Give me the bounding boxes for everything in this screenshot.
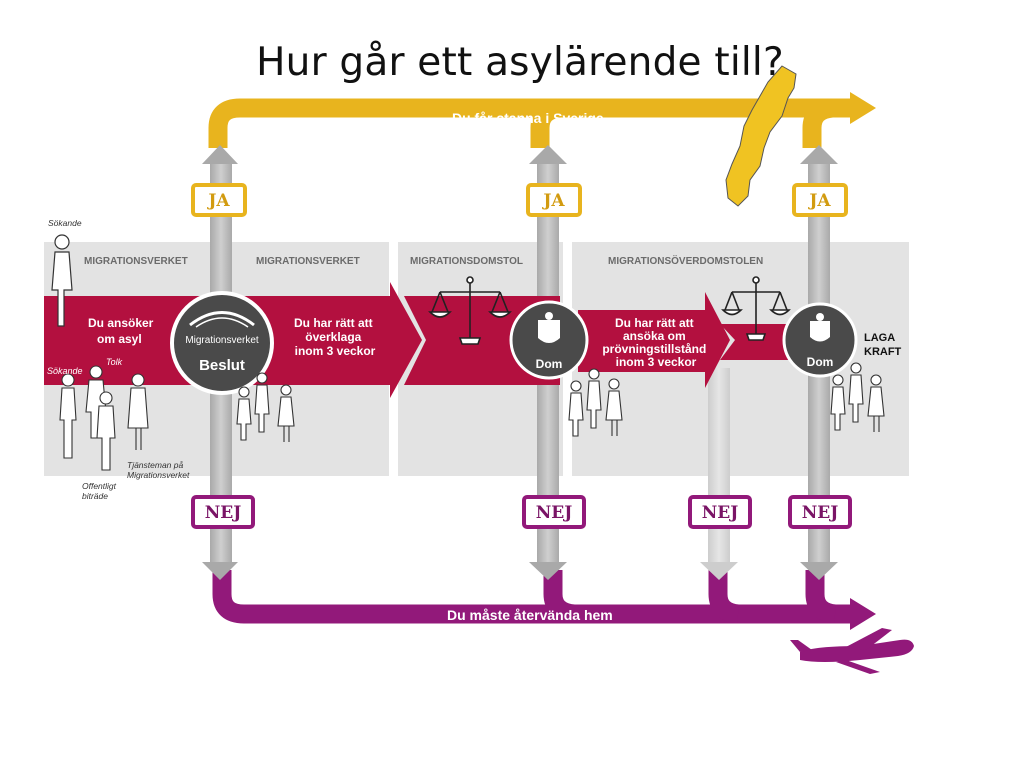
yes-badge-2: JA — [526, 183, 582, 217]
yes-label: JA — [541, 191, 565, 211]
scales-icon — [721, 276, 791, 341]
person-icon — [568, 368, 623, 437]
dom-seal-1: Dom — [509, 300, 589, 380]
no-label: NEJ — [205, 503, 242, 523]
no-badge-2: NEJ — [522, 495, 586, 529]
final-status-line: KRAFT — [864, 346, 902, 358]
no-badge-1: NEJ — [191, 495, 255, 529]
beslut-seal: Migrationsverket Beslut — [170, 291, 274, 395]
dom-label: Dom — [807, 355, 834, 369]
applicant-caption: Sökande — [47, 366, 83, 376]
sweden-map-icon — [725, 65, 797, 207]
leave-line: ansöka om — [623, 329, 686, 343]
official-caption: Tjänsteman på Migrationsverket — [127, 460, 190, 480]
migrationsverket-logo-text: Migrationsverket — [185, 335, 259, 346]
return-route-arrow — [212, 570, 876, 630]
official-line: Tjänsteman på — [127, 460, 183, 470]
appeal-line: Du har rätt att — [294, 316, 373, 330]
leave-to-appeal-step-text: Du har rätt att ansöka om prövningstills… — [602, 316, 709, 369]
panel-label: MIGRATIONSVERKET — [256, 256, 360, 267]
yes-badge-3: JA — [792, 183, 848, 217]
beslut-label: Beslut — [199, 357, 245, 374]
person-icon — [236, 372, 295, 442]
counsel-line: Offentligt — [82, 481, 117, 491]
no-badge-4: NEJ — [788, 495, 852, 529]
appeal-step-text: Du har rätt att överklaga inom 3 veckor — [294, 316, 376, 358]
person-icon — [51, 234, 73, 327]
leave-line: inom 3 veckor — [616, 355, 697, 369]
apply-step-text: Du ansöker om asyl — [88, 316, 157, 346]
return-route-label: Du måste återvända hem — [447, 607, 613, 623]
dom-label: Dom — [536, 357, 563, 371]
official-line: Migrationsverket — [127, 470, 190, 480]
final-status-line: LAGA — [864, 332, 895, 344]
counsel-line: biträde — [82, 491, 108, 501]
applicant-caption: Sökande — [48, 218, 82, 228]
leave-line: prövningstillstånd — [602, 342, 706, 356]
no-label: NEJ — [536, 503, 573, 523]
crown-shield-icon — [538, 312, 560, 343]
leave-line: Du har rätt att — [615, 316, 694, 330]
yes-badge-1: JA — [191, 183, 247, 217]
no-label: NEJ — [802, 503, 839, 523]
panel-label: MIGRATIONSÖVERDOMSTOLEN — [608, 254, 763, 267]
no-label: NEJ — [702, 503, 739, 523]
person-icon — [830, 362, 885, 432]
stay-route-label: Du får stanna i Sverige — [452, 110, 604, 126]
counsel-caption: Offentligt biträde — [82, 481, 118, 501]
yes-label: JA — [807, 191, 831, 211]
person-icon — [59, 365, 149, 471]
panel-label: MIGRATIONSDOMSTOL — [410, 256, 523, 267]
crown-shield-icon — [810, 313, 830, 342]
yes-label: JA — [206, 191, 230, 211]
apply-line: om asyl — [97, 332, 142, 346]
no-badge-3: NEJ — [688, 495, 752, 529]
scales-icon — [428, 276, 512, 345]
airplane-icon — [790, 628, 914, 674]
page-title: Hur går ett asylärende till? — [256, 40, 784, 85]
appeal-line: överklaga — [305, 330, 361, 344]
interpreter-caption: Tolk — [106, 357, 123, 367]
panel-label: MIGRATIONSVERKET — [84, 256, 188, 267]
dom-seal-2: Dom — [782, 302, 858, 378]
apply-line: Du ansöker — [88, 316, 154, 330]
final-status-text: LAGA KRAFT — [864, 332, 902, 358]
appeal-line: inom 3 veckor — [295, 344, 376, 358]
stay-route-arrow — [208, 92, 876, 148]
